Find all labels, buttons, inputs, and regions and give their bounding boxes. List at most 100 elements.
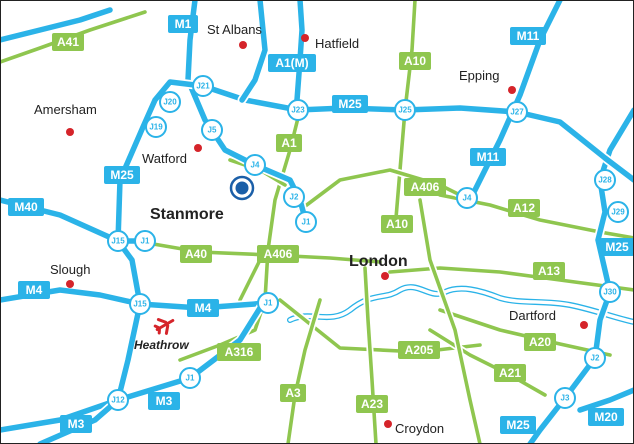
junction-j27: J27 (506, 101, 528, 123)
svg-text:M25: M25 (605, 240, 629, 254)
junction-j21: J21 (192, 75, 214, 97)
svg-text:A21: A21 (499, 366, 521, 380)
road-a406 (298, 168, 472, 212)
shield-m3-west: M3 (60, 415, 92, 433)
svg-text:J21: J21 (196, 82, 210, 91)
svg-text:A406: A406 (411, 180, 440, 194)
junction-m1-j1: J1 (295, 211, 317, 233)
shield-m3: M3 (148, 392, 180, 410)
road-a-south-east (418, 198, 482, 444)
svg-text:M40: M40 (14, 200, 38, 214)
svg-text:M3: M3 (156, 394, 173, 408)
town-dot-hatfield (301, 34, 309, 42)
shield-m20: M20 (588, 408, 624, 426)
shield-a20: A20 (524, 333, 556, 351)
label-st-albans: St Albans (207, 22, 262, 37)
svg-text:J19: J19 (149, 123, 163, 132)
town-dot-slough (66, 280, 74, 288)
shield-a10-north: A10 (399, 52, 431, 70)
svg-text:A10: A10 (404, 54, 426, 68)
svg-text:J15: J15 (111, 237, 125, 246)
svg-text:A406: A406 (264, 247, 293, 261)
svg-text:M25: M25 (110, 168, 134, 182)
shield-a13: A13 (533, 262, 565, 280)
shield-a41: A41 (52, 33, 84, 51)
shield-m11-east: M11 (470, 148, 506, 166)
plane-icon (153, 318, 175, 335)
junction-j20: J20 (159, 91, 181, 113)
junction-m1-j4: J4 (244, 154, 266, 176)
svg-text:A316: A316 (225, 345, 254, 359)
svg-text:A13: A13 (538, 264, 560, 278)
shield-m25-east: M25 (600, 238, 634, 256)
svg-text:J3: J3 (561, 394, 570, 403)
junction-j12: J12 (107, 389, 129, 411)
svg-text:J1: J1 (302, 218, 311, 227)
shield-a12: A12 (508, 199, 540, 217)
shield-a1m: A1(M) (268, 54, 316, 72)
junction-m20-j2: J2 (584, 347, 606, 369)
junction-j28: J28 (594, 169, 616, 191)
svg-text:M11: M11 (517, 29, 540, 43)
svg-text:J28: J28 (598, 176, 612, 185)
junction-m1-j2: J2 (283, 186, 305, 208)
svg-text:A1: A1 (281, 136, 297, 150)
town-dot-watford (194, 144, 202, 152)
label-amersham: Amersham (34, 102, 97, 117)
svg-text:A3: A3 (285, 386, 301, 400)
label-heathrow: Heathrow (134, 338, 189, 352)
junction-m4-j1: J1 (257, 292, 279, 314)
svg-text:J29: J29 (611, 208, 625, 217)
shield-a10-center: A10 (381, 215, 413, 233)
junction-j29: J29 (607, 201, 629, 223)
road-a23 (363, 266, 378, 444)
shield-m11-top: M11 (510, 27, 546, 45)
svg-text:J15: J15 (133, 300, 147, 309)
shield-a316: A316 (217, 343, 261, 361)
svg-text:J4: J4 (463, 194, 472, 203)
road-m-north (239, 0, 268, 103)
road-m3 (0, 297, 268, 433)
shield-a406-west: A406 (257, 245, 299, 263)
svg-text:J25: J25 (398, 106, 412, 115)
svg-text:J1: J1 (141, 237, 150, 246)
svg-text:A23: A23 (361, 397, 383, 411)
shield-m4: M4 (18, 281, 50, 299)
svg-text:M4: M4 (26, 283, 43, 297)
label-watford: Watford (142, 151, 187, 166)
svg-text:A20: A20 (529, 335, 551, 349)
shield-m25-ring: M25 (332, 95, 368, 113)
svg-text:A12: A12 (513, 201, 535, 215)
svg-text:M3: M3 (68, 417, 85, 431)
svg-text:J23: J23 (291, 106, 305, 115)
town-dot-epping (508, 86, 516, 94)
shield-a406-east: A406 (404, 178, 446, 196)
svg-text:J4: J4 (251, 161, 260, 170)
junction-m25-j3: J3 (554, 387, 576, 409)
town-dot-st-albans (239, 41, 247, 49)
label-stanmore: Stanmore (150, 206, 224, 223)
svg-text:M25: M25 (506, 418, 530, 432)
road-m25 (37, 79, 634, 444)
shield-m4-center: M4 (187, 299, 219, 317)
junction-m11-j4: J4 (456, 187, 478, 209)
svg-text:J2: J2 (290, 193, 299, 202)
svg-text:M25: M25 (338, 97, 362, 111)
svg-text:M20: M20 (594, 410, 618, 424)
label-london: London (349, 253, 408, 270)
shield-a23: A23 (356, 395, 388, 413)
town-dot-london (381, 272, 389, 280)
town-dot-dartford (580, 321, 588, 329)
shield-a205: A205 (398, 341, 440, 359)
shield-m25-west: M25 (104, 166, 140, 184)
svg-text:J27: J27 (510, 108, 524, 117)
shield-a40: A40 (180, 245, 212, 263)
junction-j23: J23 (287, 99, 309, 121)
junction-j19: J19 (145, 116, 167, 138)
svg-text:A41: A41 (57, 35, 79, 49)
label-croydon: Croydon (395, 421, 444, 436)
road-m20 (577, 387, 634, 413)
town-markers (66, 34, 588, 428)
